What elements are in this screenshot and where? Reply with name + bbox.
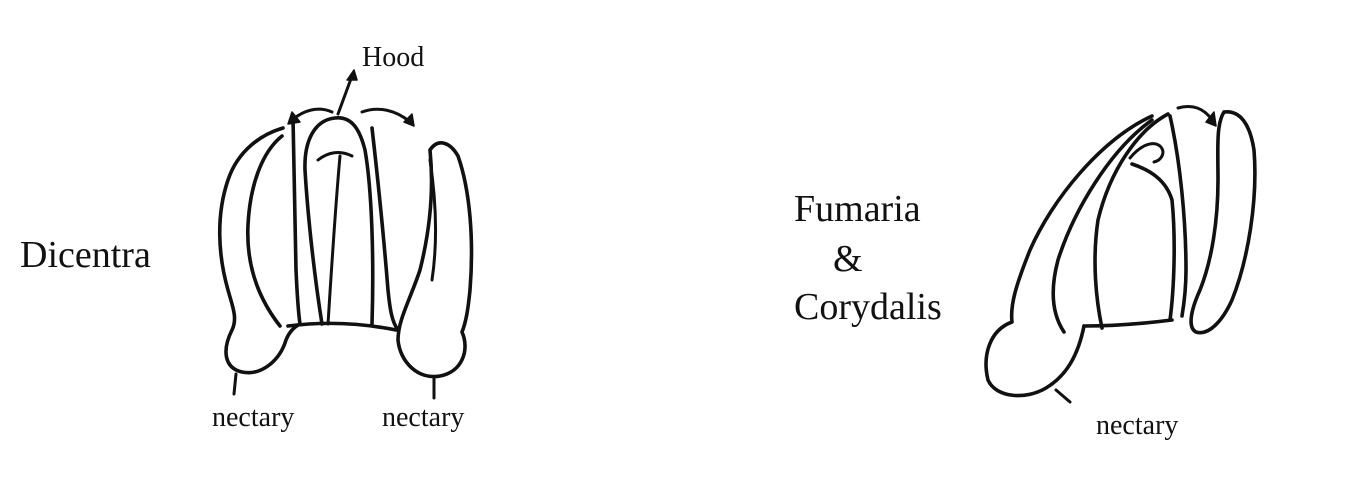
hood-pointer-arrowhead (347, 70, 357, 80)
dicentra-base (288, 323, 396, 330)
dicentra-right-inner-petal (372, 128, 398, 330)
dicentra-name-label: Dicentra (20, 236, 151, 274)
dicentra-right-curved-arrowhead (404, 114, 414, 126)
fc-outer-upper-petal (986, 116, 1152, 396)
fc-center-petal (1132, 164, 1174, 320)
fc-nectary-stalk (1056, 390, 1070, 402)
hood-label: Hood (362, 44, 424, 72)
dicentra-left-nectary-stalk (234, 374, 236, 394)
dicentra-right-curved-arrow (362, 109, 410, 122)
fc-lower-petal (1191, 112, 1255, 333)
dicentra-nectary-right-label: nectary (382, 404, 464, 432)
dicentra-flower (220, 70, 472, 398)
dicentra-nectary-left-label: nectary (212, 404, 294, 432)
fumaria-name-label: Fumaria (794, 190, 921, 228)
ampersand-label: & (833, 240, 863, 278)
fc-base (1084, 320, 1172, 326)
corydalis-name-label: Corydalis (794, 288, 942, 326)
hood-pointer-line (338, 76, 352, 114)
dicentra-hood-midline (328, 156, 340, 324)
fc-curved-arrow (1178, 107, 1212, 121)
dicentra-left-inner-stroke (248, 136, 282, 326)
dicentra-hood (305, 118, 373, 324)
fc-nectary-label: nectary (1096, 412, 1178, 440)
fc-inner-petal-top (1130, 144, 1163, 162)
fumaria-corydalis-flower (986, 107, 1255, 403)
dicentra-hood-tip (318, 153, 352, 160)
dicentra-left-inner-petal (293, 118, 300, 324)
